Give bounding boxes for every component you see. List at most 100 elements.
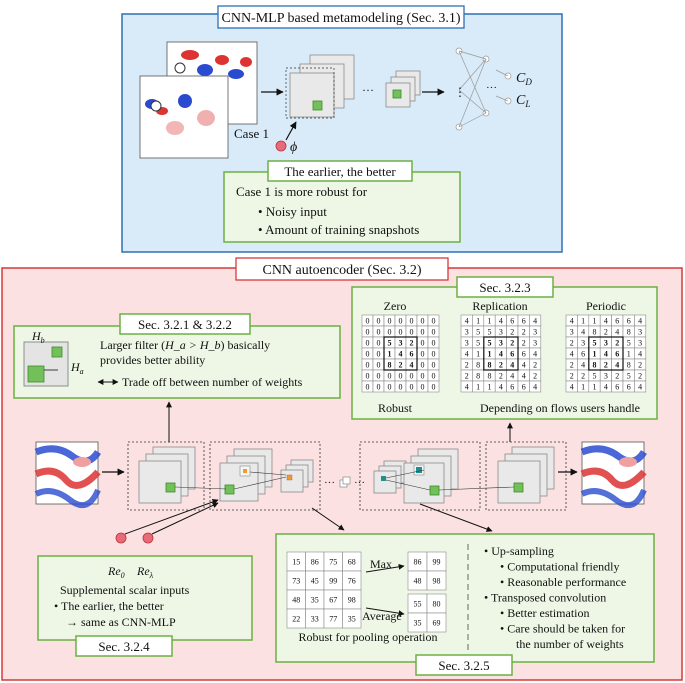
grid-cell-value: 3 xyxy=(638,338,642,347)
grid-cell-value: 15 xyxy=(292,557,300,566)
grid-cell xyxy=(342,608,362,629)
grid-cell-value: 3 xyxy=(465,327,469,336)
grid-cell-value: 80 xyxy=(433,599,441,608)
grid-cell-value: 0 xyxy=(399,371,403,380)
grid-cell-value: 2 xyxy=(533,360,537,369)
top-section-title: CNN-MLP based metamodeling (Sec. 3.1) xyxy=(222,11,461,26)
grid-cell-value: 1 xyxy=(593,382,597,391)
grid-cell-value: 6 xyxy=(615,349,619,358)
grid-cell-value: 6 xyxy=(522,349,526,358)
grid-cell-value: 4 xyxy=(581,360,585,369)
scalar-label-box xyxy=(75,635,173,657)
top-bullet-2: • Amount of training snapshots xyxy=(258,222,419,237)
grid-cell-value: 48 xyxy=(414,576,422,585)
grid-cell-value: 2 xyxy=(570,338,574,347)
grid-cell-value: 6 xyxy=(615,382,619,391)
grid-cell-value: 6 xyxy=(615,316,619,325)
filter-size-title: Sec. 3.2.1 & 3.2.2 xyxy=(138,317,232,332)
grid-cell-value: 4 xyxy=(570,349,574,358)
grid-cell-value: 4 xyxy=(499,349,503,358)
grid-cell-value: 8 xyxy=(627,327,631,336)
grid-cell-value: 0 xyxy=(410,382,414,391)
padding-title-box xyxy=(456,276,554,298)
grid-cell-value: 0 xyxy=(421,349,425,358)
scalar-label: Sec. 3.2.4 xyxy=(98,639,150,654)
grid-cell-value: 75 xyxy=(329,557,337,566)
top-section-title-box xyxy=(217,5,465,29)
mlp-vdots: ⋮ xyxy=(454,85,466,99)
grid-cell-value: 0 xyxy=(432,382,436,391)
grid-cell-value: 2 xyxy=(604,327,608,336)
grid-cell-value: 73 xyxy=(292,576,300,585)
upsampling-notes: • Up-sampling• Computational friendly• R… xyxy=(484,544,626,651)
grid-cell-value: 3 xyxy=(570,327,574,336)
grid-cell-value: 8 xyxy=(388,360,392,369)
mlp-network xyxy=(455,47,512,131)
grid-cell-value: 0 xyxy=(410,327,414,336)
grid-cell-value: 8 xyxy=(488,371,492,380)
grid-cell-value: 2 xyxy=(638,360,642,369)
grid-cell-value: 1 xyxy=(593,349,597,358)
grid-cell-value: 4 xyxy=(638,316,642,325)
grid-cell-value: 0 xyxy=(366,349,370,358)
grid-cell-value: 6 xyxy=(627,316,631,325)
latent-ellipsis-right: ··· xyxy=(354,477,365,489)
encoder-layer-2 xyxy=(209,441,321,511)
scalar-text-1: Supplemental scalar inputs xyxy=(60,583,190,597)
bottom-section-title-box xyxy=(235,257,449,281)
grid-cell-value: 4 xyxy=(465,349,469,358)
filter-size-title-box xyxy=(119,313,251,335)
grid-cell-value: 3 xyxy=(638,327,642,336)
grid-cell-value: 2 xyxy=(615,371,619,380)
grid-cell-value: 6 xyxy=(510,316,514,325)
grid-cell-value: 3 xyxy=(465,338,469,347)
decoder-layer-2 xyxy=(485,441,567,511)
cnn-layer-stack-1 xyxy=(285,54,355,119)
top-ellipsis-1: ··· xyxy=(362,83,374,97)
grid-cell-value: 0 xyxy=(366,382,370,391)
grid-cell-value: 0 xyxy=(432,360,436,369)
grid-cell-value: 1 xyxy=(581,382,585,391)
grid-cell-value: 0 xyxy=(377,382,381,391)
grid-cell-value: 0 xyxy=(366,316,370,325)
grid-cell-value: 5 xyxy=(627,371,631,380)
grid-cell-value: 4 xyxy=(615,327,619,336)
grid-cell-value: 8 xyxy=(593,360,597,369)
grid-cell-value: 0 xyxy=(421,371,425,380)
grid-cell xyxy=(427,380,440,393)
grid-cell-value: 0 xyxy=(377,316,381,325)
bottom-section-title: CNN autoencoder (Sec. 3.2) xyxy=(262,263,421,278)
grid-cell-value: 2 xyxy=(581,371,585,380)
cl-output-label: CL xyxy=(516,93,530,109)
upsampling-note-line: • Transposed convolution xyxy=(484,591,606,605)
grid-cell-value: 0 xyxy=(421,338,425,347)
grid-cell-value: 3 xyxy=(399,338,403,347)
grid-cell-value: 98 xyxy=(433,576,441,585)
grid-cell-value: 8 xyxy=(593,327,597,336)
grid-cell-value: 76 xyxy=(348,576,356,585)
large-filter xyxy=(27,365,45,383)
grid-cell-value: 0 xyxy=(421,327,425,336)
grid-cell-value: 4 xyxy=(510,371,514,380)
grid-cell-value: 0 xyxy=(432,371,436,380)
grid-cell-value: 8 xyxy=(488,360,492,369)
grid-cell-value: 6 xyxy=(581,349,585,358)
grid-cell-value: 0 xyxy=(377,338,381,347)
cd-output-label: CD xyxy=(516,71,532,87)
grid-cell-value: 0 xyxy=(377,360,381,369)
grid-cell-value: 33 xyxy=(311,614,319,623)
grid-cell-value: 5 xyxy=(593,338,597,347)
filter-text-line-3: Trade off between number of weights xyxy=(122,375,303,389)
grid-cell-value: 6 xyxy=(510,382,514,391)
grid-cell-value: 2 xyxy=(522,327,526,336)
grid-cell-value: 48 xyxy=(292,595,300,604)
grid-cell-value: 4 xyxy=(570,316,574,325)
filter-text-line-1: Larger filter (H_a > H_b) basically xyxy=(100,338,270,352)
phi-label: ϕ xyxy=(290,140,297,155)
grid-cell-value: 1 xyxy=(488,382,492,391)
grid-cell-value: 4 xyxy=(638,349,642,358)
